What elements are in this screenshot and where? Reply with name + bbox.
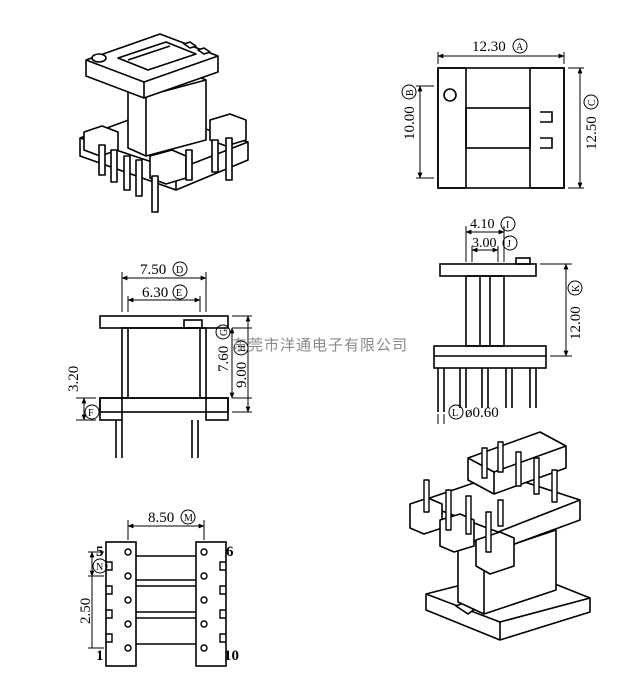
top-view-dims (416, 52, 584, 189)
svg-text:F: F (88, 408, 94, 419)
bottom-left-rail (105, 541, 137, 667)
svg-text:A: A (516, 42, 524, 53)
tag-a: A (512, 38, 528, 54)
dim-side-2: 3.00 (472, 236, 497, 251)
dim-bottom-pitch-group: 2.50 (78, 598, 94, 624)
front-winding-body (121, 327, 207, 399)
side-view (433, 257, 547, 412)
dim-top-height: 10.00 (402, 106, 418, 140)
dim-front-inner: 6.30 (142, 285, 168, 301)
bottom-view (105, 541, 227, 667)
dim-side-height-group: 12.00 K (567, 280, 584, 340)
svg-text:D: D (176, 265, 183, 276)
watermark-text: 东莞市洋通电子有限公司 (232, 336, 408, 354)
tag-d: D (172, 261, 188, 277)
dim-top-height-group: 10.00 B (401, 84, 418, 140)
top-view-left-flange (437, 67, 467, 189)
bottom-right-rail (195, 541, 227, 667)
svg-text:I: I (506, 220, 509, 231)
svg-text:C: C (587, 99, 598, 106)
dim-top-outer-group: 12.50 C (583, 94, 600, 150)
dim-top-width: 12.30 (472, 39, 506, 55)
front-base-flange (99, 397, 229, 413)
side-base (433, 345, 547, 369)
front-view-dims (76, 272, 252, 421)
svg-text:J: J (507, 239, 511, 250)
front-top-flange (99, 315, 229, 329)
top-view (437, 67, 565, 189)
bottom-view-dims (88, 520, 205, 649)
dim-front-outer: 7.50 (140, 262, 166, 278)
dim-front-pinlen-group: 3.20 (66, 366, 82, 392)
dim-front-h2-group: 9.00 H (233, 340, 250, 388)
svg-text:M: M (184, 513, 193, 524)
dim-front-h2: 9.00 (234, 362, 250, 388)
top-view-pin1-marker (443, 88, 457, 102)
svg-text:K: K (571, 284, 582, 292)
svg-text:G: G (219, 329, 230, 336)
tag-m: M (180, 509, 196, 525)
side-core (465, 275, 505, 347)
tag-e: E (172, 284, 188, 300)
dim-pin-diameter: ø0.60 (465, 405, 499, 421)
top-view-outline (437, 67, 565, 189)
front-view (99, 315, 229, 458)
svg-text:L: L (452, 408, 458, 419)
tag-f: F (84, 404, 100, 420)
pin-label-5: 5 (96, 544, 104, 560)
svg-text:N: N (96, 562, 103, 573)
isometric-view-bottom (409, 431, 591, 641)
dim-front-pinlen: 3.20 (66, 366, 82, 392)
dim-side-1: 4.10 (470, 217, 495, 232)
side-top-flange (439, 263, 537, 277)
pin-label-6: 6 (226, 544, 234, 560)
dim-side-height: 12.00 (568, 306, 584, 340)
tag-n: N (92, 558, 108, 574)
isometric-view-top (79, 33, 249, 213)
tag-i: I (500, 216, 516, 232)
dim-front-h1: 7.60 (216, 346, 232, 372)
dim-front-h1-group: 7.60 G (215, 324, 232, 372)
dim-bottom-width: 8.50 (148, 510, 174, 526)
tag-j: J (502, 235, 518, 251)
dim-bottom-pitch: 2.50 (78, 598, 94, 624)
pin-label-1: 1 (96, 648, 104, 664)
top-view-right-flange (529, 67, 565, 189)
tag-l: L (448, 404, 464, 420)
dim-top-outer: 12.50 (584, 116, 600, 150)
side-view-dims (437, 226, 572, 424)
svg-text:H: H (237, 345, 248, 352)
svg-text:E: E (176, 288, 182, 299)
pin-label-10: 10 (224, 648, 239, 664)
svg-text:B: B (405, 89, 416, 96)
top-view-core-window (465, 107, 531, 149)
